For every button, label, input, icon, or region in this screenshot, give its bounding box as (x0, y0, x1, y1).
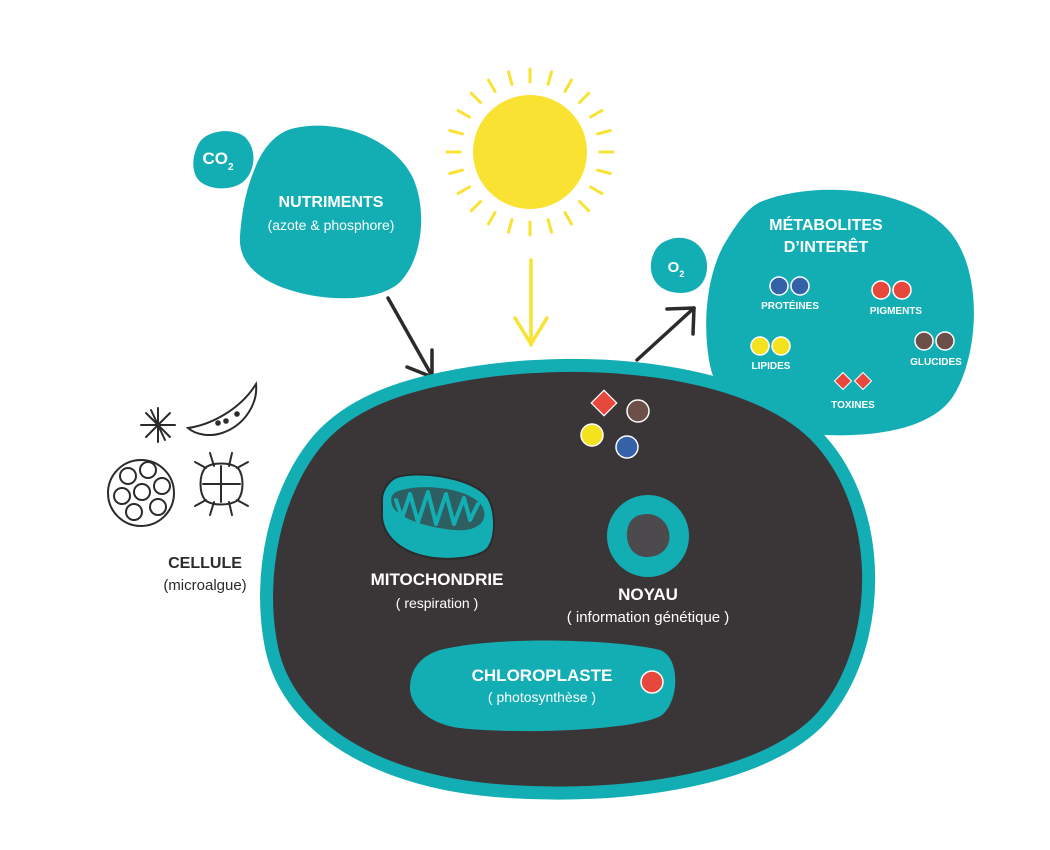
sun-ray (456, 185, 471, 195)
proteins-icon (769, 276, 810, 296)
sun-ray (469, 91, 482, 104)
sun-ray (578, 200, 591, 213)
sun-ray (487, 78, 497, 93)
cell-legend-title: CELLULE (168, 555, 242, 572)
pigments-icon (871, 280, 912, 300)
sun-ray (589, 109, 604, 119)
nutrients-title: NUTRIMENTS (279, 194, 384, 211)
carbohydrates-label: GLUCIDES (910, 357, 962, 368)
sun-ray (546, 218, 553, 234)
carbohydrates-icon (914, 331, 955, 351)
sun-icon (445, 67, 615, 237)
nucleus-icon (607, 495, 689, 577)
lipids-icon (750, 336, 791, 356)
nucleus-subtitle: ( information génétique ) (567, 609, 730, 626)
metabolites-title-line2: D’INTERÊT (784, 237, 869, 256)
sun-ray (456, 109, 471, 119)
light-arrow (513, 258, 549, 347)
pigments-label: PIGMENTS (870, 306, 923, 317)
mitochondria-subtitle: ( respiration ) (396, 595, 478, 611)
star-diatom-icon (140, 407, 176, 443)
lipids-label: LIPIDES (752, 361, 791, 372)
cell-legend-subtitle: (microalgue) (163, 577, 246, 594)
chloroplast-subtitle: ( photosynthèse ) (488, 689, 596, 705)
sun-ray (487, 211, 497, 226)
chloroplast-icon (410, 640, 676, 732)
co2-blob: CO2 (193, 131, 254, 189)
proteins-label: PROTÉINES (761, 299, 819, 312)
sun-ray (448, 129, 464, 136)
sun-ray (596, 129, 612, 136)
sun-ray (578, 91, 591, 104)
svg-text:O2: O2 (668, 259, 685, 279)
mitochondria-title: MITOCHONDRIE (371, 570, 504, 589)
colony-algae-icon (107, 459, 175, 527)
mitochondria-icon (381, 473, 495, 560)
sun-ray (596, 168, 612, 175)
sun-ray (507, 218, 514, 234)
nutrients-blob: NUTRIMENTS (azote & phosphore) (239, 125, 422, 299)
crescent-algae-icon (185, 380, 258, 437)
nutrients-arrow (386, 296, 434, 379)
metabolites-title-line1: MÉTABOLITES (769, 215, 883, 234)
cell-metabolites (580, 389, 650, 459)
nutrients-subtitle: (azote & phosphore) (268, 217, 395, 233)
square-diatom-icon (194, 452, 249, 516)
co2-subscript: 2 (228, 162, 234, 173)
chloroplast-title: CHLOROPLASTE (472, 666, 613, 685)
toxins-label: TOXINES (831, 400, 875, 411)
microalgae-icons (107, 380, 258, 527)
o2-subscript: 2 (679, 269, 684, 279)
sun-ray (546, 70, 553, 86)
sun-ray (469, 200, 482, 213)
sun-ray (448, 168, 464, 175)
co2-label: CO (202, 149, 228, 168)
metabolites-blob: MÉTABOLITES D’INTERÊT PROTÉINES PIGMENTS… (706, 189, 974, 436)
sun-ray (589, 185, 604, 195)
toxins-icon (833, 371, 873, 391)
nucleus-title: NOYAU (618, 585, 678, 604)
svg-text:CO2: CO2 (202, 149, 234, 173)
sun-ray (507, 70, 514, 86)
sun-ray (563, 211, 573, 226)
o2-label: O (668, 259, 680, 276)
metabolites-arrow (635, 306, 696, 362)
sun-ray (563, 78, 573, 93)
o2-blob: O2 (650, 237, 708, 293)
